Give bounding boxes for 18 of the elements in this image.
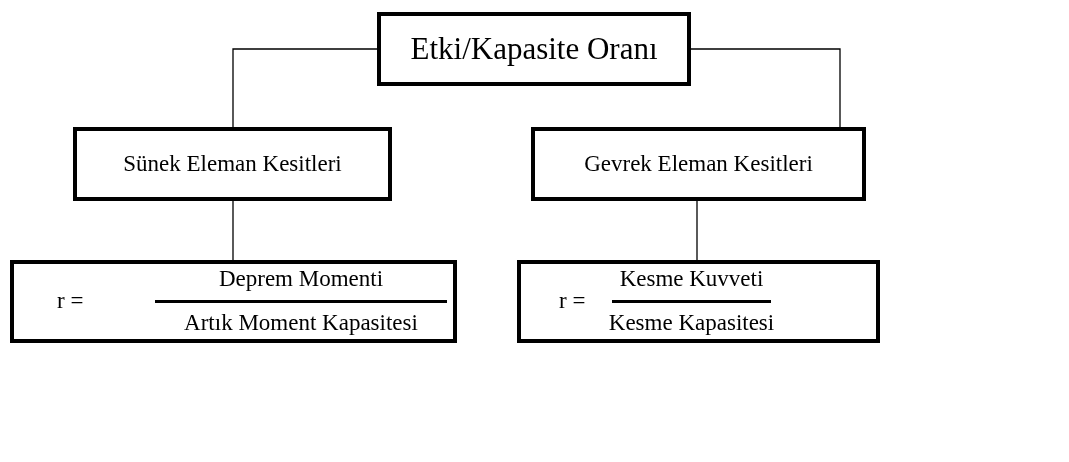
connector-line: [232, 200, 234, 261]
connector-line: [690, 48, 841, 128]
denominator-text: Kesme Kapasitesi: [608, 309, 775, 336]
denominator-text: Artık Moment Kapasitesi: [184, 309, 418, 336]
box-label: Gevrek Eleman Kesitleri: [584, 150, 813, 178]
text-box: [517, 260, 880, 343]
formula-symbol: r =: [559, 287, 586, 314]
text-box: [531, 127, 866, 201]
formula-symbol: r =: [57, 287, 84, 314]
text-box: [73, 127, 392, 201]
box-label: Etki/Kapasite Oranı: [410, 31, 658, 67]
connector-line: [696, 200, 698, 261]
connector-line: [232, 48, 378, 128]
text-box: [377, 12, 691, 86]
text-box: [10, 260, 457, 343]
box-label: Sünek Eleman Kesitleri: [123, 150, 342, 178]
numerator-text: Kesme Kuvveti: [619, 265, 764, 292]
numerator-text: Deprem Momenti: [218, 265, 384, 292]
